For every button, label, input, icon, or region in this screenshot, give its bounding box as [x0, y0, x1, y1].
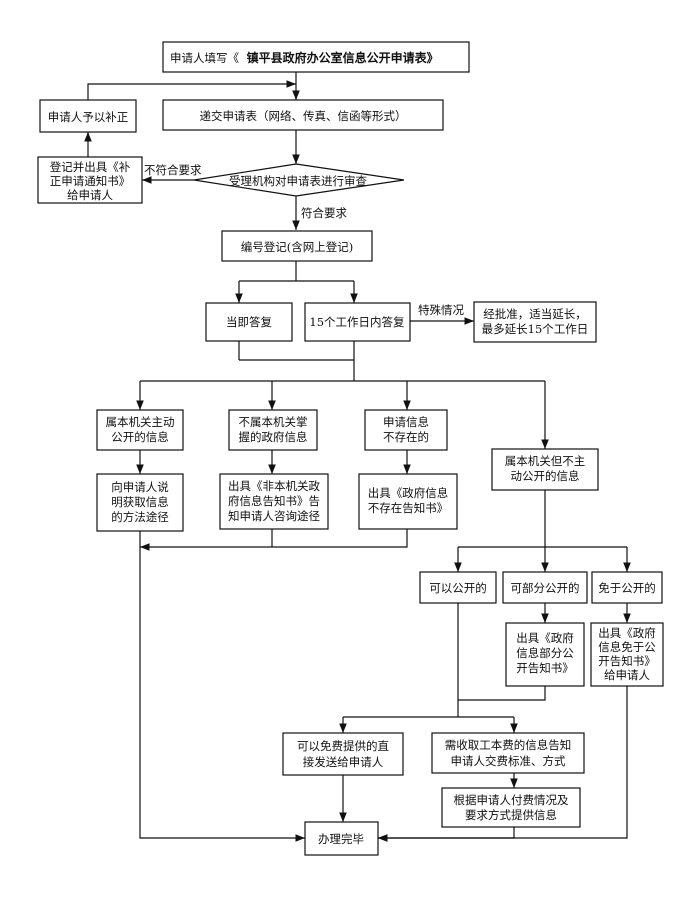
node-free: 可以免费提供的直 接发送给申请人 [282, 732, 404, 776]
node-submit: 递交申请表（网络、传真、信函等形式） [162, 99, 444, 131]
active-line-1: 属本机关主动 [106, 415, 175, 429]
nonagency-line-2: 府信息告知书》告 [228, 494, 320, 508]
exempt-label: 免于公开的 [598, 581, 656, 595]
extend-line-1: 经批准，适当延长， [483, 307, 587, 321]
active-line-2: 公开的信息 [111, 430, 169, 444]
node-review: 受理机构对申请表进行审查 [193, 163, 405, 197]
start-prefix: 申请人填写《 [170, 51, 239, 65]
register-label: 编号登记(含网上登记) [241, 240, 353, 254]
submit-label: 递交申请表（网络、传真、信函等形式） [200, 109, 407, 123]
node-fee: 需收取工本费的信息告知 申请人交费标准、方式 [431, 732, 585, 774]
node-exempt: 免于公开的 [591, 571, 663, 604]
fee-line-2: 申请人交费标准、方式 [451, 754, 566, 768]
notice-line-1: 登记并出具《补 [50, 160, 131, 174]
node-notmine: 不属本机关掌 握的政府信息 [228, 409, 318, 451]
notice-line-2: 正申请通知书》 [50, 174, 131, 188]
fifteen-label: 15个工作日内答复 [309, 315, 405, 329]
review-label: 受理机构对申请表进行审查 [229, 174, 367, 188]
notmine-line-2: 握的政府信息 [239, 430, 308, 444]
edge-label-meet: 符合要求 [301, 206, 347, 220]
notactive-line-1: 属本机关但不主 [505, 454, 586, 468]
nonagency-line-3: 知申请人咨询途径 [228, 509, 320, 523]
explain-line-3: 的方法途径 [111, 510, 169, 524]
exempt-notice-line-3: 开告知书》 [598, 654, 656, 668]
node-nonagency: 出具《非本机关政 府信息告知书》告 知申请人咨询途径 [219, 473, 329, 530]
node-notactive: 属本机关但不主 动公开的信息 [491, 448, 599, 491]
nonagency-line-1: 出具《非本机关政 [228, 479, 320, 493]
free-line-1: 可以免费提供的直 [297, 739, 389, 753]
start-title: 镇平县政府办公室信息公开申请表》 [247, 50, 439, 65]
node-can: 可以公开的 [419, 571, 497, 604]
edge-label-special: 特殊情况 [418, 303, 464, 317]
node-immediate: 当即答复 [205, 302, 293, 342]
correct-label: 申请人予以补正 [48, 110, 129, 124]
explain-line-1: 向申请人说 [111, 480, 169, 494]
provide-line-2: 要求方式提供信息 [465, 808, 557, 822]
node-exempt-notice: 出具《政府 信息免于公 开告知书》 给申请人 [590, 622, 664, 687]
node-done: 办理完毕 [304, 821, 379, 856]
notexist-line-2: 不存在的 [383, 430, 429, 444]
node-provide: 根据申请人付费情况及 要求方式提供信息 [441, 787, 581, 828]
node-explain: 向申请人说 明获取信息 的方法途径 [96, 473, 184, 532]
immediate-label: 当即答复 [226, 315, 272, 329]
extend-line-2: 最多延长15个工作日 [482, 322, 589, 336]
nonexist-notice-line-1: 出具《政府信息 [368, 486, 449, 500]
exempt-notice-line-4: 给申请人 [604, 668, 650, 682]
provide-line-1: 根据申请人付费情况及 [454, 793, 569, 807]
partial-notice-line-2: 信息部分公 [516, 646, 574, 660]
partial-label: 可部分公开的 [511, 581, 580, 595]
node-notexist: 申请信息 不存在的 [364, 409, 448, 451]
notactive-line-2: 动公开的信息 [511, 469, 580, 483]
node-extend: 经批准，适当延长， 最多延长15个工作日 [473, 301, 597, 343]
exempt-notice-line-1: 出具《政府 [598, 626, 656, 640]
node-partial: 可部分公开的 [502, 571, 588, 604]
notice-line-3: 给申请人 [67, 188, 113, 202]
done-label: 办理完毕 [318, 832, 364, 846]
free-line-2: 接发送给申请人 [303, 755, 384, 769]
can-label: 可以公开的 [429, 581, 487, 595]
connectors [84, 72, 631, 842]
explain-line-2: 明获取信息 [111, 495, 169, 509]
notmine-line-1: 不属本机关掌 [239, 415, 308, 429]
partial-notice-line-1: 出具《政府 [516, 631, 574, 645]
node-nonexist-notice: 出具《政府信息 不存在告知书》 [358, 473, 458, 530]
svg-text:申请人填写《 镇平县政府办公室信息公开申请表》: 申请人填写《 镇平县政府办公室信息公开申请表》 [170, 50, 439, 65]
exempt-notice-line-2: 信息免于公 [598, 640, 656, 654]
partial-notice-line-3: 开告知书》 [516, 661, 574, 675]
edge-label-not-meet: 不符合要求 [144, 163, 202, 177]
nonexist-notice-line-2: 不存在告知书》 [368, 501, 449, 515]
node-active: 属本机关主动 公开的信息 [96, 409, 184, 451]
fee-line-1: 需收取工本费的信息告知 [445, 738, 572, 752]
notexist-line-1: 申请信息 [383, 415, 429, 429]
node-correct: 申请人予以补正 [39, 99, 137, 133]
node-register: 编号登记(含网上登记) [221, 230, 373, 262]
node-partial-notice: 出具《政府 信息部分公 开告知书》 [505, 622, 585, 687]
node-fifteen: 15个工作日内答复 [304, 302, 411, 342]
node-start: 申请人填写《 镇平县政府办公室信息公开申请表》 [162, 41, 470, 73]
node-notice: 登记并出具《补 正申请通知书》 给申请人 [37, 156, 143, 204]
